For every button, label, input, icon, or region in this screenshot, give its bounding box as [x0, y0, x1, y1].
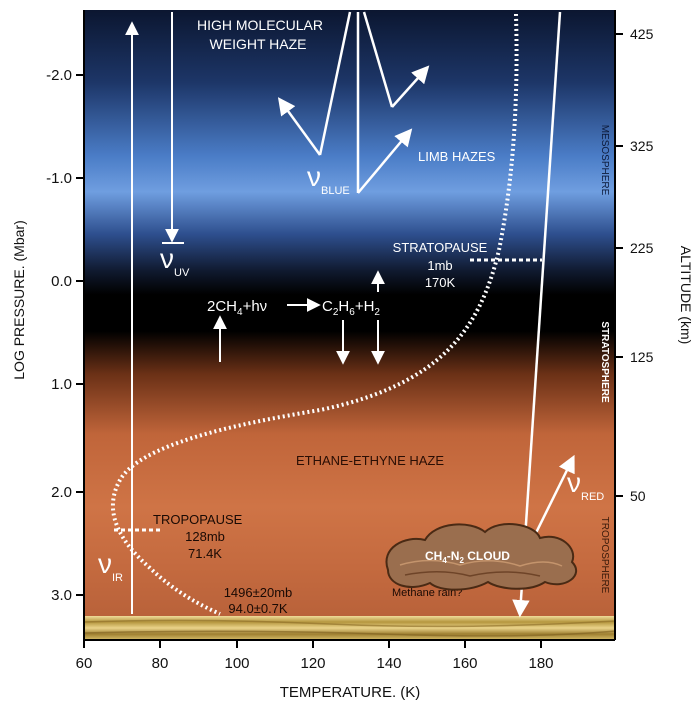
temperature-profile-curve: [110, 13, 519, 616]
x-tick-80: 80: [152, 655, 169, 672]
y-right-label: ALTITUDE (km): [678, 246, 694, 345]
y-tick-2: 2.0: [51, 484, 72, 501]
x-tick-60: 60: [76, 655, 93, 672]
tropopause-label: TROPOPAUSE: [153, 512, 243, 527]
methane-rain-label: Methane rain?: [392, 587, 462, 599]
alt-tick-425: 425: [630, 26, 654, 42]
ethane-haze-label: ETHANE-ETHYNE HAZE: [296, 453, 444, 468]
methane-cloud: CH4-N2 CLOUD: [385, 523, 578, 591]
blue-scatter-lines: [277, 11, 430, 194]
alt-tick-325: 325: [630, 138, 654, 154]
x-tick-100: 100: [224, 655, 249, 672]
alt-tick-50: 50: [630, 488, 646, 504]
x-tick-180: 180: [528, 655, 553, 672]
y-tick-0: 0.0: [51, 273, 72, 290]
limb-hazes-label: LIMB HAZES: [418, 149, 496, 164]
nu-uv-label: νUV: [160, 243, 190, 279]
tropopause-pressure: 128mb: [185, 529, 225, 544]
y-tick-1: 1.0: [51, 376, 72, 393]
surface-temp: 94.0±0.7K: [228, 601, 288, 616]
alt-tick-225: 225: [630, 240, 654, 256]
cloud-label: CH4-N2 CLOUD: [425, 549, 510, 565]
high-haze-label-line2: WEIGHT HAZE: [210, 36, 307, 52]
y-tick-3: 3.0: [51, 587, 72, 604]
y-tick-neg2: -2.0: [46, 67, 72, 84]
bottom-axis: [83, 639, 615, 648]
nu-ir-label: νIR: [98, 548, 123, 584]
right-axis: [614, 10, 623, 640]
reaction-left: 2CH4+hν: [207, 298, 267, 318]
red-scatter-lines: [512, 11, 575, 618]
x-tick-120: 120: [300, 655, 325, 672]
y-left-label: LOG PRESSURE. (Mbar): [11, 220, 27, 379]
stratopause-pressure: 1mb: [427, 258, 452, 273]
nu-red-label: νRED: [567, 467, 604, 503]
y-tick-neg1: -1.0: [46, 170, 72, 187]
x-tick-160: 160: [452, 655, 477, 672]
troposphere-label: TROPOSPHERE: [599, 517, 610, 594]
surface-band: [84, 616, 615, 640]
x-tick-140: 140: [376, 655, 401, 672]
tropopause-temp: 71.4K: [188, 546, 222, 561]
alt-tick-125: 125: [630, 349, 654, 365]
mesosphere-label: MESOSPHERE: [599, 125, 610, 196]
x-label: TEMPERATURE. (K): [280, 684, 421, 701]
reaction-right: C2H6+H2: [322, 298, 380, 318]
surface-pressure: 1496±20mb: [224, 585, 293, 600]
stratopause-temp: 170K: [425, 275, 456, 290]
stratopause-label: STRATOPAUSE: [393, 240, 488, 255]
nu-blue-label: νBLUE: [307, 161, 350, 197]
high-haze-label-line1: HIGH MOLECULAR: [197, 17, 323, 33]
stratosphere-label: STRATOSPHERE: [599, 321, 610, 403]
left-axis: [76, 10, 85, 640]
